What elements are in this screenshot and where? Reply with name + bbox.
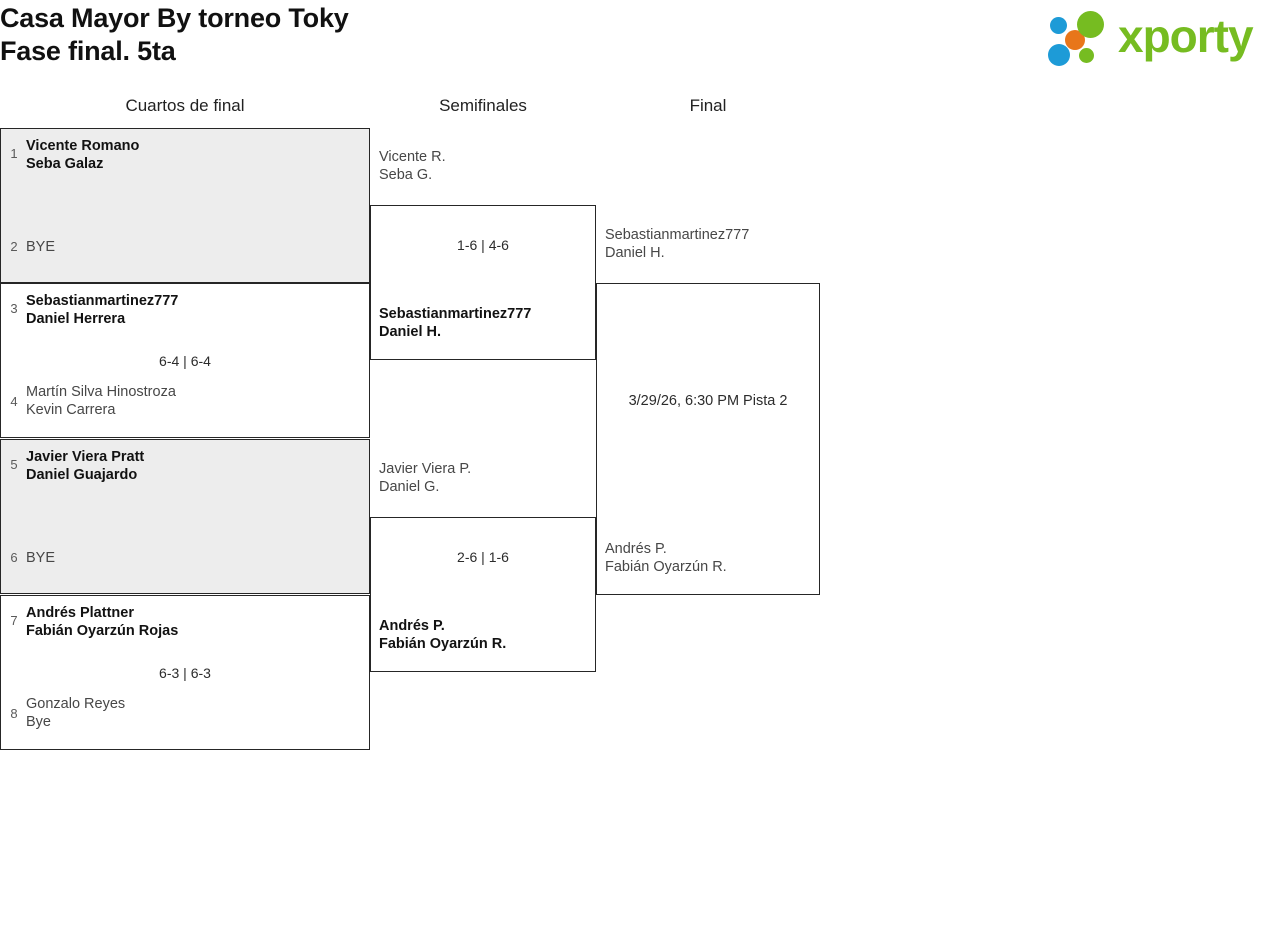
match-quarterfinal-4[interactable]: 7 Andrés Plattner Fabián Oyarzún Rojas 6…: [0, 595, 370, 750]
competitor-names: Javier Viera Pratt Daniel Guajardo: [26, 449, 145, 483]
logo-dot-blue-large: [1048, 44, 1070, 66]
round-header-quarterfinals: Cuartos de final: [125, 96, 245, 115]
seed-number: 7: [10, 613, 18, 628]
competitor-names: Andrés Plattner Fabián Oyarzún Rojas: [26, 605, 179, 639]
match-score: 2-6 | 1-6: [457, 549, 509, 565]
round-header-semifinals: Semifinales: [439, 96, 527, 115]
logo-dot-orange: [1065, 30, 1085, 50]
logo-wordmark: xporty: [1118, 10, 1254, 62]
page-header: Casa Mayor By torneo Toky Fase final. 5t…: [0, 0, 1280, 80]
match-quarterfinal-1[interactable]: 1 Vicente Romano Seba Galaz 2 BYE: [0, 128, 370, 283]
match-score: 6-4 | 6-4: [159, 353, 211, 369]
match-schedule: 3/29/26, 6:30 PM Pista 2: [628, 393, 788, 409]
competitor-names: Vicente Romano Seba Galaz: [26, 138, 140, 172]
competitor-names: Andrés P. Fabián Oyarzún R.: [379, 618, 507, 652]
match-semifinal-1[interactable]: Vicente R. Seba G. 1-6 | 4-6 Sebastianma…: [370, 149, 596, 360]
seed-number: 8: [10, 706, 18, 721]
match-final[interactable]: Sebastianmartinez777 Daniel H. 3/29/26, …: [596, 227, 820, 595]
match-quarterfinal-3[interactable]: 5 Javier Viera Pratt Daniel Guajardo 6 B…: [0, 439, 370, 594]
match-semifinal-2[interactable]: Javier Viera P. Daniel G. 2-6 | 1-6 Andr…: [370, 461, 596, 672]
competitor-names: Javier Viera P. Daniel G.: [379, 461, 472, 495]
competitor-names: Andrés P. Fabián Oyarzún R.: [605, 541, 727, 575]
seed-number: 4: [10, 394, 18, 409]
match-quarterfinal-2[interactable]: 3 Sebastianmartinez777 Daniel Herrera 6-…: [0, 283, 370, 438]
page-title: Casa Mayor By torneo Toky Fase final. 5t…: [0, 3, 349, 66]
logo-dot-blue-small: [1050, 17, 1067, 34]
seed-number: 5: [10, 457, 18, 472]
logo-dot-green-small: [1079, 48, 1094, 63]
seed-number: 2: [10, 239, 18, 254]
match-score: 6-3 | 6-3: [159, 665, 211, 681]
logo-dot-green-large: [1077, 11, 1104, 38]
competitor-names: Martín Silva Hinostroza Kevin Carrera: [26, 384, 176, 418]
competitor-names: Sebastianmartinez777 Daniel H.: [605, 227, 750, 261]
competitor-names: Vicente R. Seba G.: [379, 149, 446, 183]
competitor-names: Sebastianmartinez777 Daniel Herrera: [26, 293, 179, 327]
competitor-names: BYE: [26, 550, 56, 566]
xporty-logo: xporty: [1042, 6, 1274, 68]
logo-dots-icon: [1048, 9, 1114, 66]
round-header-final: Final: [689, 96, 727, 115]
seed-number: 6: [10, 550, 18, 565]
competitor-names: BYE: [26, 239, 56, 255]
competitor-names: Sebastianmartinez777 Daniel H.: [379, 306, 532, 340]
seed-number: 1: [10, 146, 18, 161]
seed-number: 3: [10, 301, 18, 316]
match-score: 1-6 | 4-6: [457, 237, 509, 253]
competitor-names: Gonzalo Reyes Bye: [26, 696, 126, 730]
